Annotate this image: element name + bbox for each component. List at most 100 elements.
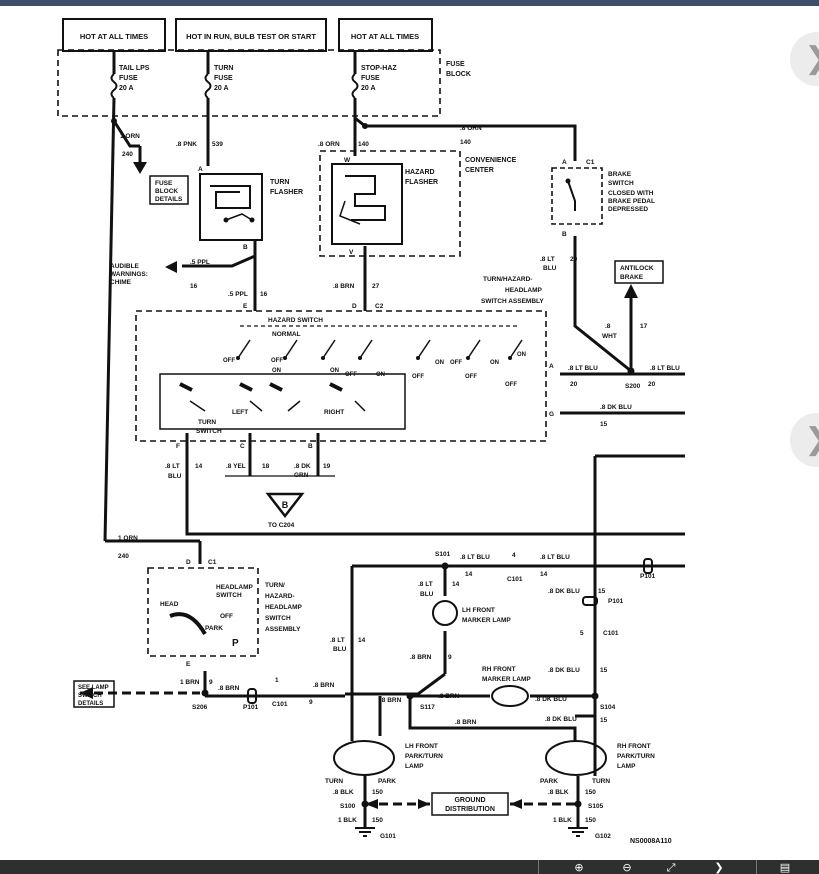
- wire-brn: .8 BRN: [333, 283, 355, 290]
- wire-20-2: 20: [570, 381, 578, 388]
- c1-label: C1: [208, 559, 217, 566]
- assembly-label-a: TURN/: [265, 582, 285, 589]
- wire-14-4: 14: [540, 571, 548, 578]
- audible-warnings-label-2: WARNINGS:: [110, 271, 148, 278]
- wire-15: 15: [600, 421, 608, 428]
- g101-label: G101: [380, 833, 396, 840]
- hazard-switch-label: HAZARD SWITCH: [268, 317, 323, 324]
- toolbar-divider-2: [756, 860, 757, 874]
- off-label-2: OFF: [271, 358, 283, 364]
- assembly-label-e: ASSEMBLY: [265, 626, 301, 633]
- zoom-in-icon[interactable]: ⊕: [574, 861, 584, 874]
- zoom-out-icon[interactable]: ⊖: [622, 861, 632, 874]
- wire-539: 539: [212, 141, 223, 148]
- to-c204-symbol: [265, 492, 305, 519]
- s105-label: S105: [588, 803, 604, 810]
- wire-17: 17: [640, 323, 648, 330]
- next-icon[interactable]: ❯: [714, 861, 724, 874]
- lh-marker-label: LH FRONT: [462, 607, 495, 614]
- wire-blk-2: .8 BLK: [548, 789, 569, 796]
- ground-distribution-label: GROUND: [454, 797, 485, 804]
- pin-d-2: D: [186, 559, 191, 566]
- off-label-3: OFF: [345, 372, 357, 378]
- b-letter: B: [282, 500, 289, 510]
- viewer-top-bar: [0, 0, 819, 6]
- wire-dk-blu-4: .8 DK BLU: [535, 696, 567, 703]
- fuse-block-details-label-2: BLOCK: [155, 188, 178, 195]
- pin-d: D: [352, 303, 357, 310]
- c101-label: C101: [507, 576, 523, 583]
- see-lamp-label: SEE LAMP: [78, 685, 109, 691]
- park-label: PARK: [205, 625, 223, 632]
- hot-at-all-times-label-1: HOT AT ALL TIMES: [80, 32, 148, 41]
- rh-marker-label-2: MARKER LAMP: [482, 676, 531, 683]
- s100-label: S100: [340, 803, 356, 810]
- brake-switch-label-5: DEPRESSED: [608, 206, 648, 213]
- lh-park-label-2: PARK/TURN: [405, 753, 443, 760]
- on-label-6: ON: [517, 352, 526, 358]
- wire-1-orn: 1 ORN: [120, 133, 140, 140]
- pin-e: E: [243, 303, 248, 310]
- wire-brn-3: .8 BRN: [218, 685, 240, 692]
- fullscreen-icon[interactable]: ⤢: [666, 861, 676, 874]
- rh-turn-label: TURN: [592, 778, 610, 785]
- convenience-center-label-2: CENTER: [465, 167, 494, 174]
- wire-140: 140: [358, 141, 369, 148]
- assembly-label-c: HEADLAMP: [265, 604, 302, 611]
- splice-dots: [111, 118, 635, 808]
- wire-lt-blu-b: .8 LT: [165, 463, 180, 470]
- wire-dk-blu: .8 DK BLU: [600, 404, 632, 411]
- wire-brn-2: .8 BRN: [410, 654, 432, 661]
- wire-1-blk-2: 1 BLK: [553, 817, 572, 824]
- wire-14: 14: [195, 463, 203, 470]
- antilock-brake-label-2: BRAKE: [620, 274, 644, 281]
- brake-switch-label-4: BRAKE PEDAL: [608, 198, 655, 205]
- viewer-toolbar: ⊕ ⊖ ⤢ ❯ ▤: [0, 860, 819, 874]
- switch-assembly-label: TURN/HAZARD-: [483, 276, 532, 283]
- wire-20: 20: [570, 256, 578, 263]
- antilock-brake-box: [614, 260, 664, 284]
- wire-240: 240: [122, 151, 133, 158]
- hazard-flasher-label-2: FLASHER: [405, 179, 438, 186]
- turn-fuse-label-2: FUSE: [214, 75, 233, 82]
- wire-network: [103, 97, 685, 828]
- turn-fuse-rating: 20 A: [214, 85, 229, 92]
- tail-lps-fuse-label-2: FUSE: [119, 75, 138, 82]
- wire-lt-blu-4: .8 LT BLU: [540, 554, 570, 561]
- brake-c1-label: C1: [586, 159, 595, 166]
- on-label-5: ON: [490, 360, 499, 366]
- brake-switch-label-3: CLOSED WITH: [608, 190, 654, 197]
- toolbar-divider: [538, 860, 539, 874]
- menu-icon[interactable]: ▤: [779, 861, 791, 874]
- lh-park-label: LH FRONT: [405, 743, 438, 750]
- headlamp-switch-label: HEADLAMP: [216, 584, 253, 591]
- c101-label-3: C101: [272, 701, 288, 708]
- wire-dk-blu-2: .8 DK BLU: [548, 588, 580, 595]
- rh-park-label: RH FRONT: [617, 743, 651, 750]
- hazard-flasher-label: HAZARD: [405, 169, 435, 176]
- wire-14-3: 14: [465, 571, 473, 578]
- wire-lt-blu-d: .8 LT: [418, 581, 433, 588]
- turn-flasher-label-2: FLASHER: [270, 189, 303, 196]
- pin-b-3: B: [308, 443, 313, 450]
- on-label-2: ON: [330, 368, 339, 374]
- wire-9: 9: [448, 654, 452, 661]
- wire-8-orn: .8 ORN: [318, 141, 340, 148]
- wire-27: 27: [372, 283, 380, 290]
- pin-b: B: [243, 244, 248, 251]
- wire-dk-blu-5: .8 DK BLU: [545, 716, 577, 723]
- wire-150-3: 150: [585, 789, 596, 796]
- headlamp-switch: [147, 567, 259, 657]
- p-letter: P: [232, 638, 239, 649]
- hazard-turn-switch-assembly: [135, 310, 547, 442]
- switch-assembly-label-3: SWITCH ASSEMBLY: [481, 298, 544, 305]
- p101-label-3: P101: [243, 704, 259, 711]
- turn-fuse-label: TURN: [214, 65, 233, 72]
- wire-blk: .8 BLK: [333, 789, 354, 796]
- fuse-block-label-2: BLOCK: [446, 71, 471, 78]
- wire-blu-2: BLU: [168, 473, 182, 480]
- wire-grn: GRN: [294, 472, 309, 479]
- wire-wht: WHT: [602, 333, 617, 340]
- wire-15-4: 15: [600, 717, 608, 724]
- wire-4: 4: [512, 552, 516, 559]
